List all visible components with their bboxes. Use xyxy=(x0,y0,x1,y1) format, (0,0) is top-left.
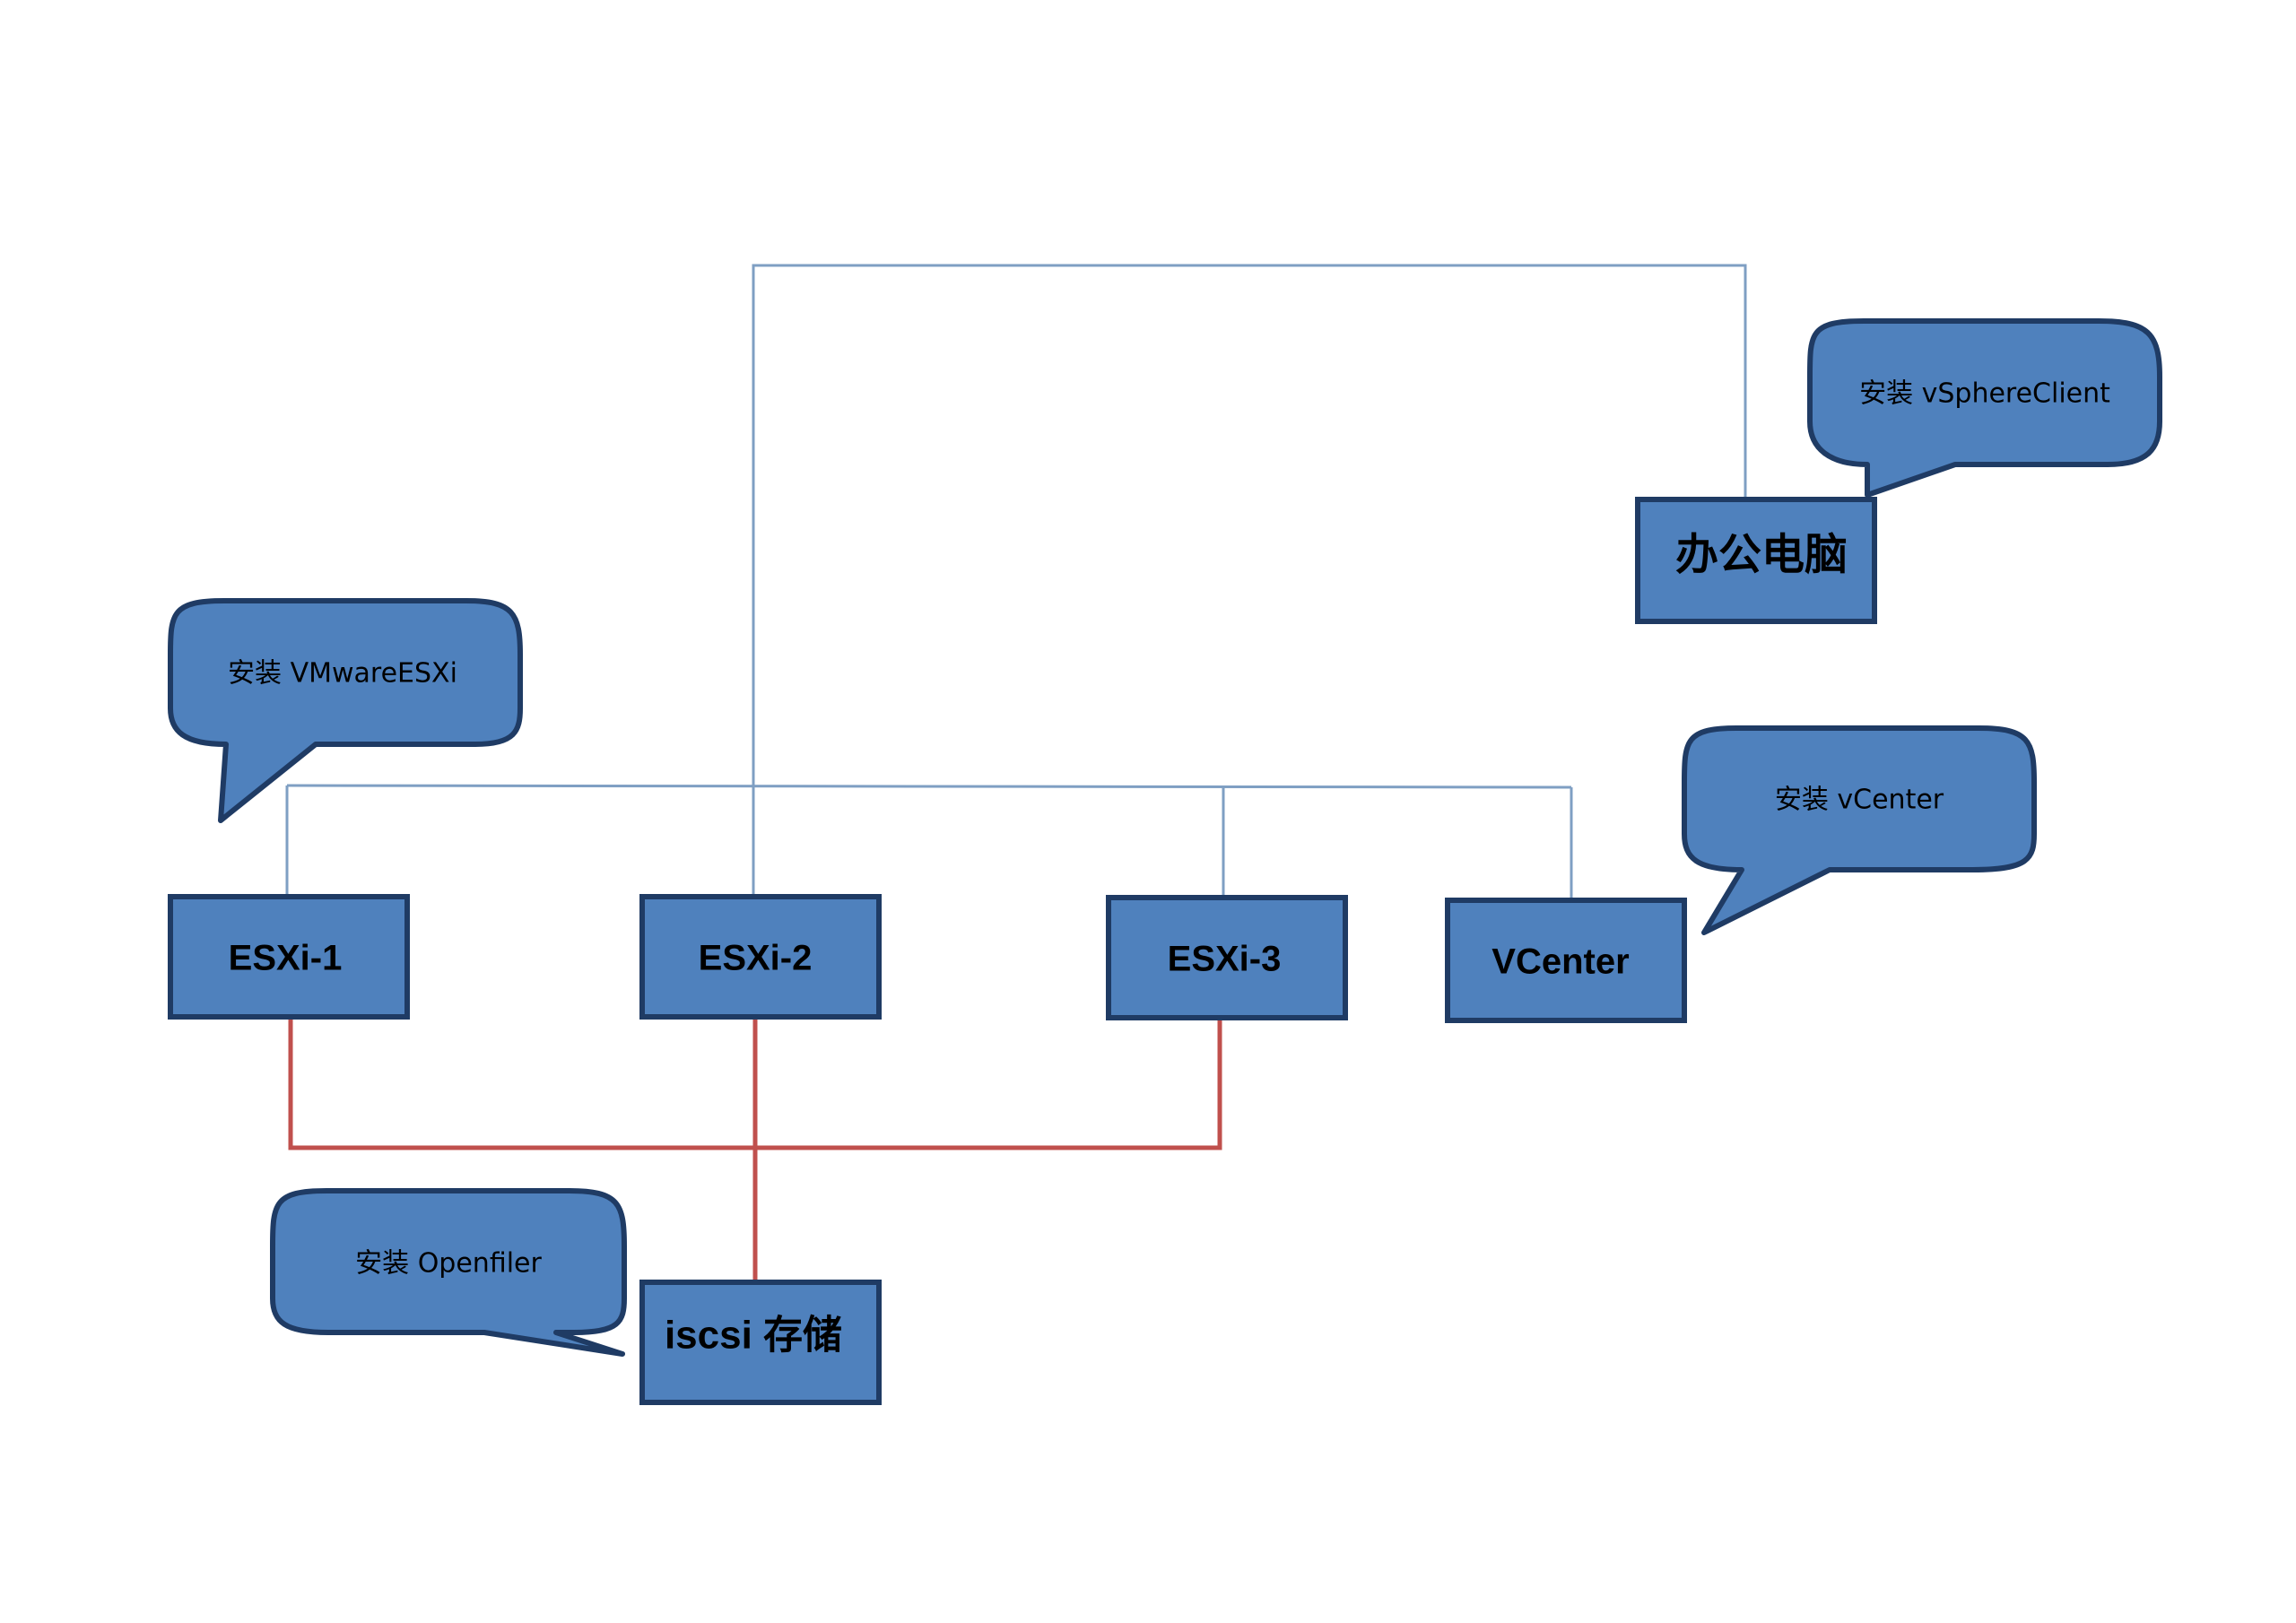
callout-openfiler: 安装 Openfiler xyxy=(270,1188,627,1357)
node-label-iscsi-storage: iscsi 存储 xyxy=(665,1314,842,1358)
callout-text-vsphereclient: 安装 vSphereClient xyxy=(1859,378,2110,410)
callout-vmwareesxi: 安装 VMwareESXi xyxy=(168,598,523,823)
management-bus xyxy=(286,784,1572,789)
node-label-esxi-1: ESXi-1 xyxy=(229,939,343,978)
storage-links xyxy=(288,1019,1222,1282)
node-office-pc[interactable]: 办公电脑 xyxy=(1635,497,1877,624)
node-vcenter[interactable]: VCenter xyxy=(1445,898,1687,1023)
callout-text-openfiler: 安装 Openfiler xyxy=(355,1248,542,1280)
node-esxi-3[interactable]: ESXi-3 xyxy=(1106,895,1348,1020)
node-iscsi-storage[interactable]: iscsi 存储 xyxy=(639,1280,882,1405)
management-links xyxy=(285,264,1747,899)
node-label-esxi-3: ESXi-3 xyxy=(1168,940,1282,979)
node-esxi-2[interactable]: ESXi-2 xyxy=(639,894,882,1020)
node-label-office-pc: 办公电脑 xyxy=(1675,532,1848,579)
callout-text-vmwareesxi: 安装 VMwareESXi xyxy=(228,658,457,690)
callout-bubble-vsphereclient xyxy=(1807,318,2162,498)
callout-bubble-vcenter xyxy=(1682,725,2037,935)
callout-bubble-openfiler xyxy=(270,1188,627,1357)
link-esxi2-to-office-pc xyxy=(752,264,1747,897)
node-label-esxi-2: ESXi-2 xyxy=(699,939,813,978)
callout-bubble-vmwareesxi xyxy=(168,598,523,823)
node-esxi-1[interactable]: ESXi-1 xyxy=(168,894,410,1020)
callout-vcenter: 安装 vCenter xyxy=(1682,725,2037,935)
callout-vsphereclient: 安装 vSphereClient xyxy=(1807,318,2162,498)
node-label-vcenter: VCenter xyxy=(1492,942,1629,982)
callout-text-vcenter: 安装 vCenter xyxy=(1775,785,1944,816)
